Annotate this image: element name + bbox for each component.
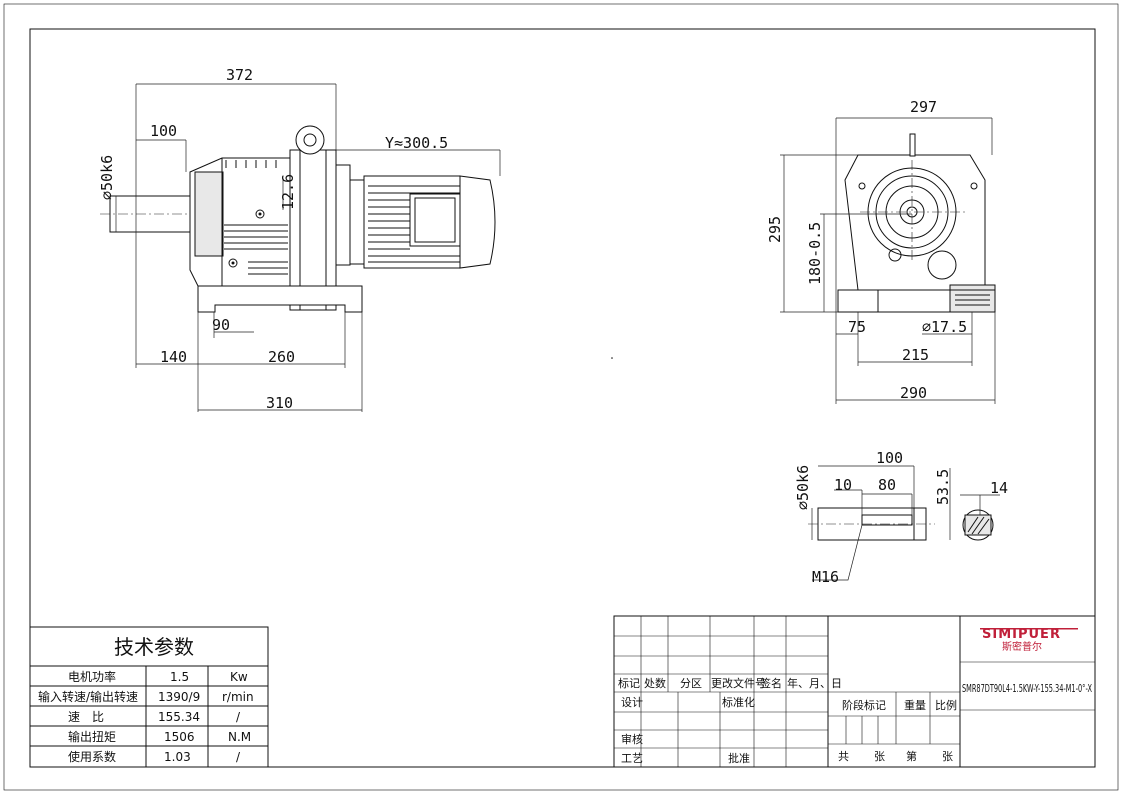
shaft-detail-labels: 100 10 80 ⌀50k6 53.5 14 M16 bbox=[794, 449, 1008, 586]
brand-name-cn: 斯密普尔 bbox=[1002, 640, 1042, 653]
dim-base-width: 290 bbox=[900, 384, 927, 402]
tb-approve: 批准 bbox=[728, 751, 750, 765]
dim-key-height: 53.5 bbox=[934, 469, 952, 505]
param-value: 1.5 bbox=[170, 670, 189, 684]
param-value: 1390/9 bbox=[158, 690, 200, 704]
dim-height: 295 bbox=[766, 216, 784, 243]
tb-process: 工艺 bbox=[621, 752, 643, 765]
tb-review: 审核 bbox=[621, 732, 643, 746]
dim-shaft-length: 100 bbox=[150, 122, 177, 140]
front-view bbox=[100, 83, 501, 412]
tb-design: 设计 bbox=[621, 696, 643, 709]
tb-header: 更改文件号 bbox=[711, 676, 766, 690]
param-label: 电机功率 bbox=[68, 669, 116, 684]
dim-detail-offset: 10 bbox=[834, 476, 852, 494]
tb-sheets: 张 bbox=[874, 750, 885, 763]
dim-key-width: 14 bbox=[990, 479, 1008, 497]
tech-params-title: 技术参数 bbox=[114, 635, 194, 659]
tb-header: 处数 bbox=[644, 677, 666, 690]
tb-header: 分区 bbox=[680, 677, 702, 690]
dim-key-length: 80 bbox=[878, 476, 896, 494]
param-label: 输入转速/输出转速 bbox=[38, 689, 138, 704]
dim-detail-length: 100 bbox=[876, 449, 903, 467]
param-unit: / bbox=[236, 710, 241, 724]
tb-header: 年、月、日 bbox=[787, 676, 842, 690]
model-code: SMR87DT90L4-1.5KW-Y-155.34-M1-0°-X bbox=[962, 682, 1092, 695]
dim-hole-diameter: ⌀17.5 bbox=[922, 318, 967, 336]
dim-width-top: 297 bbox=[910, 98, 937, 116]
param-unit: N.M bbox=[228, 730, 251, 744]
dim-foot-edge: 75 bbox=[848, 318, 866, 336]
dim-motor-length: Y≈300.5 bbox=[385, 134, 448, 152]
param-value: 1.03 bbox=[164, 750, 191, 764]
dim-hole-spacing: 215 bbox=[902, 346, 929, 364]
param-unit: r/min bbox=[222, 690, 254, 704]
tb-total: 共 bbox=[838, 750, 849, 763]
title-block: 标记 处数 分区 更改文件号 签名 年、月、日 设计 标准化 审核 工艺 批准 … bbox=[613, 615, 1096, 768]
dim-overall-length: 372 bbox=[226, 66, 253, 84]
dim-shaft-height: 180-0.5 bbox=[806, 222, 824, 285]
tb-stage-mark: 阶段标记 bbox=[842, 698, 886, 712]
brand-name: SIMIPUER bbox=[982, 627, 1061, 642]
dim-flange-offset: 12.6 bbox=[279, 174, 297, 210]
front-dimension-labels: 372 100 Y≈300.5 ⌀50k6 12.6 90 140 260 31… bbox=[98, 66, 448, 412]
dim-foot-hole-spacing: 90 bbox=[212, 316, 230, 334]
tb-standardize: 标准化 bbox=[722, 695, 755, 709]
tb-weight: 重量 bbox=[904, 698, 926, 712]
param-label: 使用系数 bbox=[68, 749, 116, 764]
dim-foot-length: 260 bbox=[268, 348, 295, 366]
tb-number: 第 bbox=[906, 749, 917, 763]
param-label: 输出扭矩 bbox=[68, 729, 116, 744]
param-value: 1506 bbox=[164, 730, 195, 744]
side-view bbox=[780, 117, 996, 404]
tb-header: 标记 bbox=[618, 676, 640, 690]
param-value: 155.34 bbox=[158, 710, 200, 724]
dim-detail-diameter: ⌀50k6 bbox=[794, 465, 812, 510]
side-dimension-labels: 297 295 180-0.5 75 ⌀17.5 215 290 bbox=[766, 98, 967, 402]
dim-base-length: 310 bbox=[266, 394, 293, 412]
tb-sheet: 张 bbox=[942, 750, 953, 763]
outer-border bbox=[3, 3, 1119, 791]
dim-shaft-diameter: ⌀50k6 bbox=[98, 155, 116, 200]
tb-scale: 比例 bbox=[935, 698, 957, 712]
brand-logo: SIMIPUER 斯密普尔 bbox=[980, 627, 1078, 653]
tech-params-table: 技术参数 电机功率 1.5 Kw 输入转速/输出转速 1390/9 r/min … bbox=[29, 626, 269, 768]
shaft-detail-view bbox=[808, 465, 1000, 581]
inner-border bbox=[29, 28, 1096, 768]
param-unit: Kw bbox=[230, 670, 248, 684]
dim-foot-offset: 140 bbox=[160, 348, 187, 366]
tb-header: 签名 bbox=[760, 676, 782, 690]
dim-thread: M16 bbox=[812, 568, 839, 586]
param-label: 速 比 bbox=[68, 710, 104, 724]
param-unit: / bbox=[236, 750, 241, 764]
